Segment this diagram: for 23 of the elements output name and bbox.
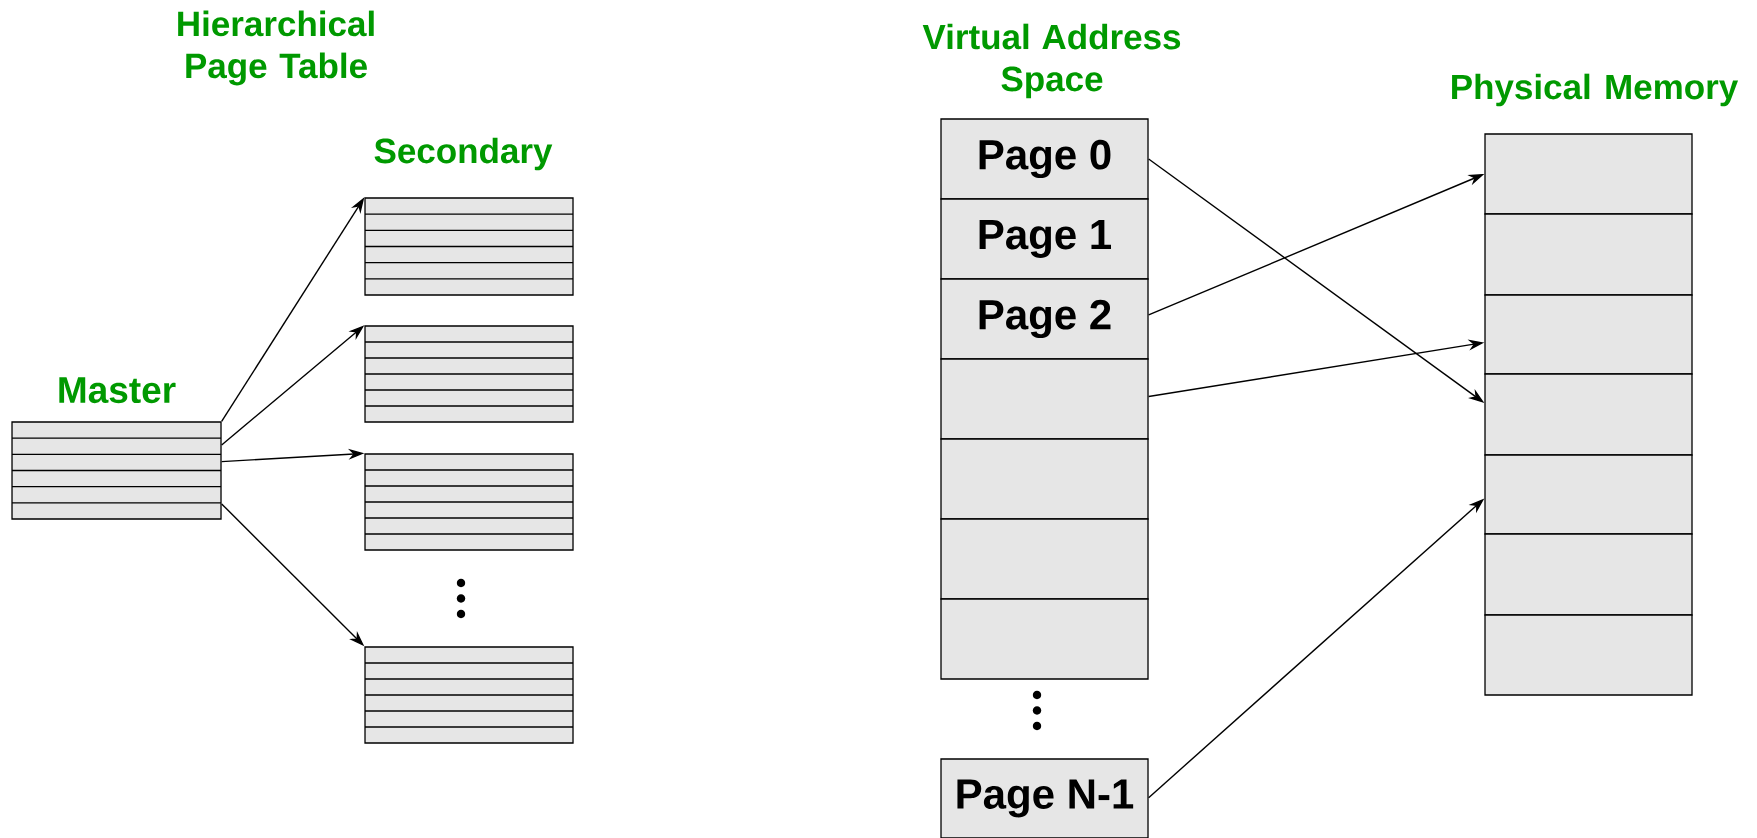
page-cell bbox=[940, 598, 1149, 680]
page-cell bbox=[940, 358, 1149, 440]
memory-frame bbox=[1484, 454, 1693, 535]
page-cell bbox=[940, 518, 1149, 600]
memory-frame bbox=[1484, 133, 1693, 215]
page-cell: Page N-1 bbox=[940, 758, 1149, 838]
table bbox=[364, 325, 574, 423]
page-cell bbox=[940, 438, 1149, 520]
table bbox=[364, 453, 574, 551]
table bbox=[364, 197, 574, 296]
page-cell: Page 1 bbox=[940, 198, 1149, 280]
table bbox=[364, 646, 574, 744]
node-label: Master bbox=[59, 377, 176, 404]
memory-frame bbox=[1484, 373, 1693, 456]
heading: Hierarchical Page Table bbox=[178, 10, 374, 86]
memory-frame bbox=[1484, 614, 1693, 696]
page-cell: Page 2 bbox=[940, 278, 1149, 360]
memory-frame bbox=[1484, 294, 1693, 375]
heading: Virtual Address Space bbox=[922, 23, 1181, 99]
memory-frame bbox=[1484, 533, 1693, 616]
page-cell: Page 0 bbox=[940, 118, 1149, 200]
table: Master bbox=[11, 377, 222, 520]
memory-frame bbox=[1484, 213, 1693, 296]
